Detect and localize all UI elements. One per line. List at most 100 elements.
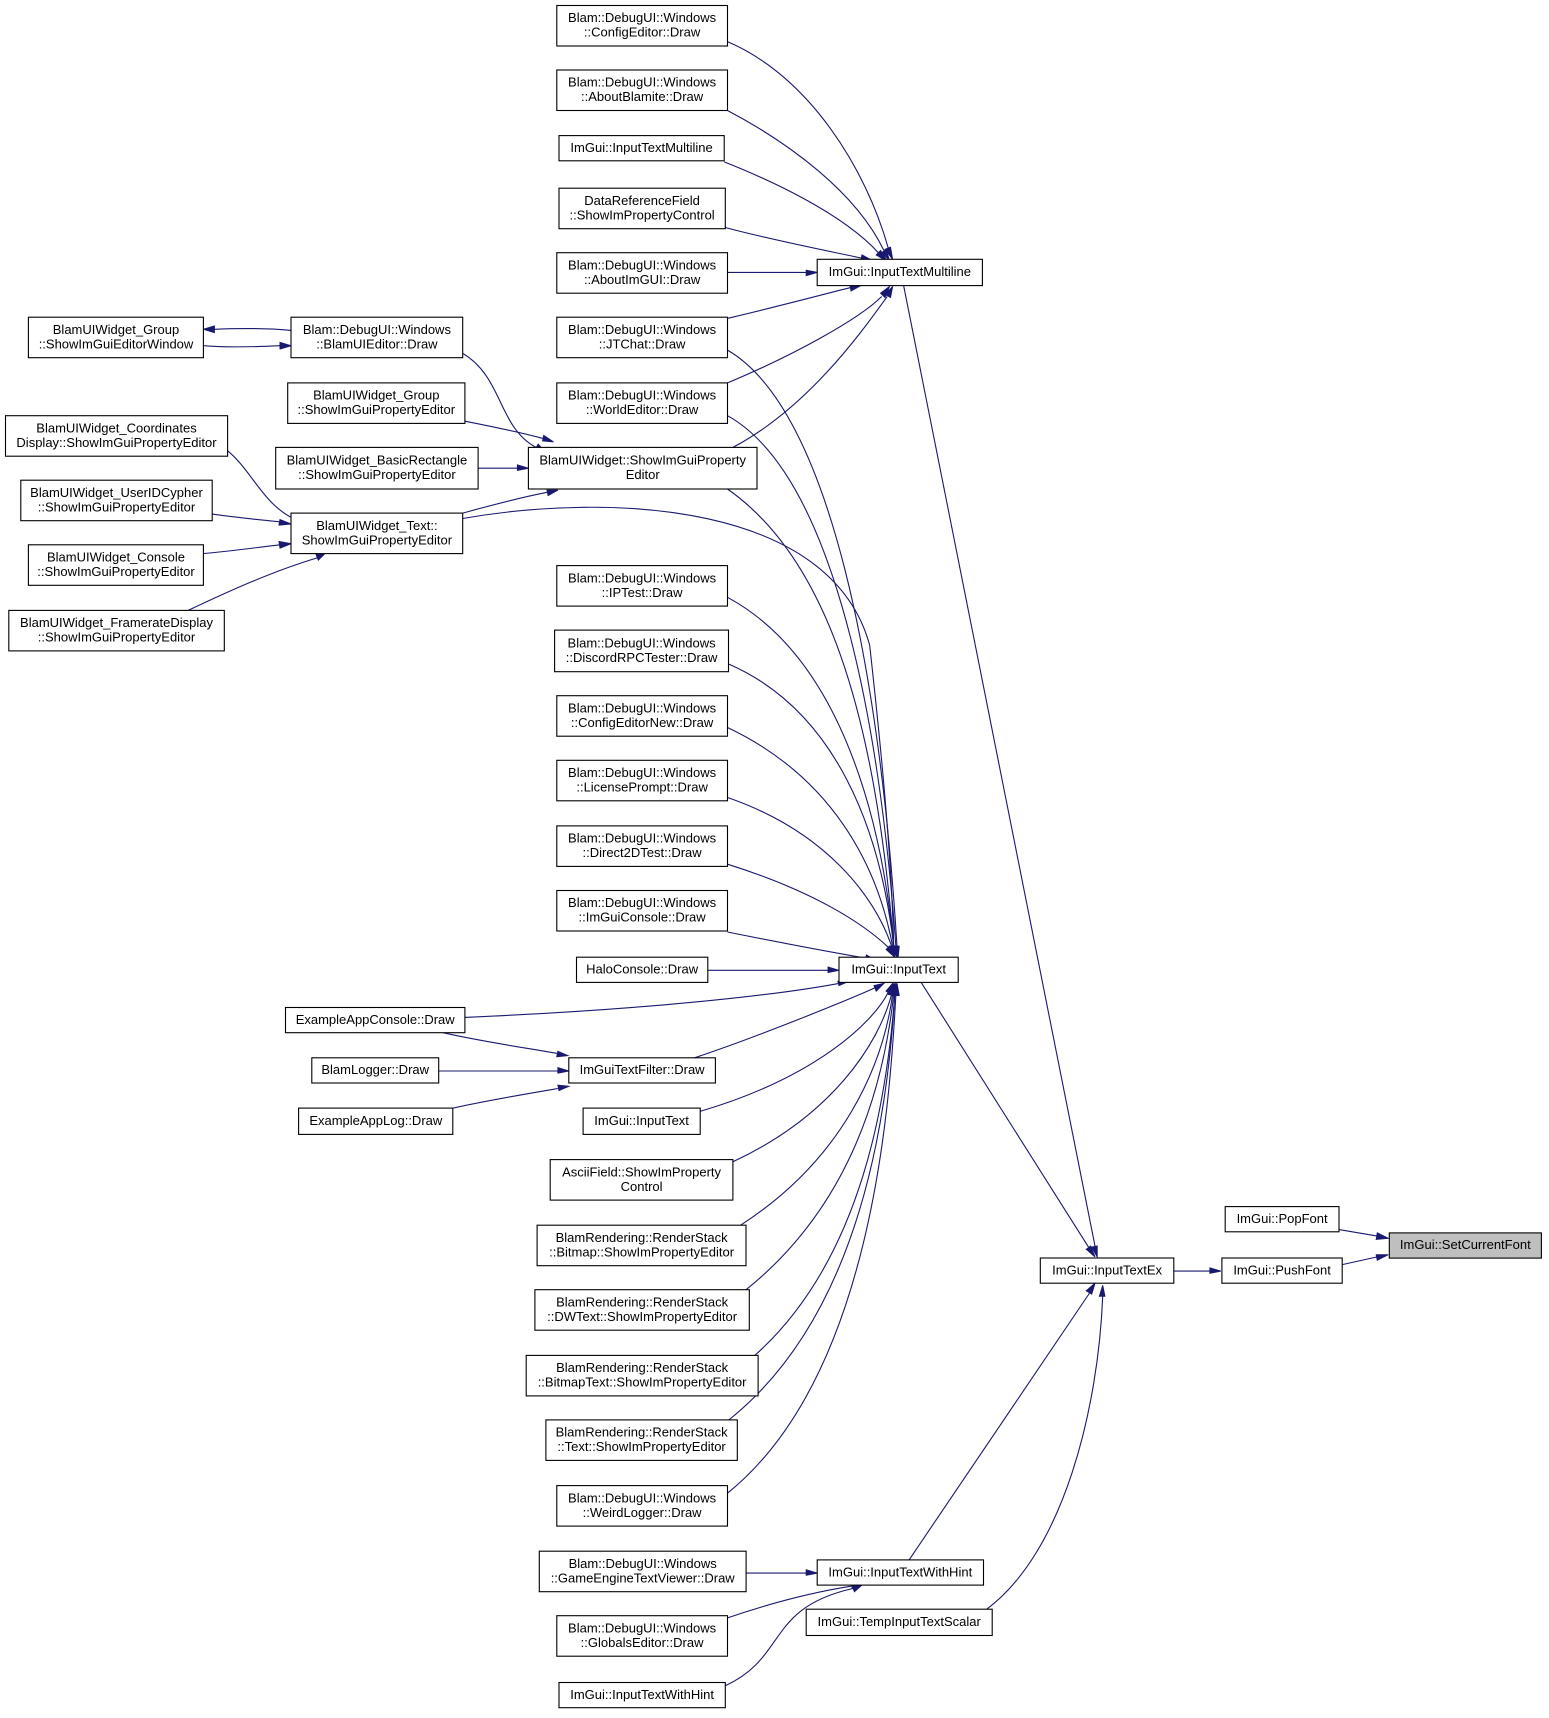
edge-line: [727, 727, 894, 947]
node-useridcypher[interactable]: BlamUIWidget_UserIDCypher::ShowImGuiProp…: [20, 479, 213, 522]
edge-framerate-to-widget_text: [187, 551, 328, 611]
arrowhead-icon: [884, 285, 894, 299]
node-haloconsole[interactable]: HaloConsole::Draw: [575, 956, 709, 983]
edge-line: [727, 596, 895, 947]
node-imgui_it2[interactable]: ImGui::InputText: [582, 1107, 701, 1135]
node-box: [538, 1550, 747, 1593]
arrowhead-icon: [557, 1084, 571, 1092]
arrowhead-icon: [557, 1067, 569, 1074]
node-tempinputtextscalar[interactable]: ImGui::TempInputTextScalar: [805, 1608, 993, 1637]
node-box: [4, 415, 229, 457]
node-box: [1039, 1257, 1175, 1284]
node-inputtextwithhint_main[interactable]: ImGui::InputTextWithHint: [816, 1559, 985, 1586]
edge-datareffield-to-inputtextmultiline_main: [725, 226, 874, 261]
node-box: [556, 759, 729, 802]
node-box: [556, 565, 729, 607]
node-imguiconsole[interactable]: Blam::DebugUI::Windows::ImGuiConsole::Dr…: [556, 889, 729, 932]
node-box: [556, 1615, 729, 1657]
node-label: BlamUIWidget_Group: [313, 388, 439, 403]
node-popfont[interactable]: ImGui::PopFont: [1224, 1206, 1340, 1233]
node-box: [568, 1057, 716, 1084]
node-globalseditor[interactable]: Blam::DebugUI::Windows::GlobalsEditor::D…: [556, 1615, 729, 1657]
node-weirdlogger[interactable]: Blam::DebugUI::Windows::WeirdLogger::Dra…: [556, 1485, 729, 1527]
edge-line: [1342, 1256, 1378, 1266]
node-imguitextfilter[interactable]: ImGuiTextFilter::Draw: [568, 1057, 716, 1084]
node-setcurrentfont[interactable]: ImGui::SetCurrentFont: [1388, 1232, 1542, 1259]
edge-line: [920, 982, 1089, 1248]
node-label: Blam::DebugUI::Windows: [568, 635, 717, 650]
edge-line: [727, 994, 897, 1494]
edge-popfont-to-setcurrentfont: [1338, 1229, 1391, 1240]
node-iptest[interactable]: Blam::DebugUI::Windows::IPTest::Draw: [556, 565, 729, 607]
node-label: Control: [621, 1179, 663, 1194]
node-group_editorwindow[interactable]: BlamUIWidget_Group::ShowImGuiEditorWindo…: [27, 316, 204, 359]
node-label: Blam::DebugUI::Windows: [568, 1490, 717, 1505]
node-rs_text[interactable]: BlamRendering::RenderStack::Text::ShowIm…: [545, 1419, 738, 1461]
node-pushfont[interactable]: ImGui::PushFont: [1221, 1257, 1343, 1284]
node-rs_bitmaptext[interactable]: BlamRendering::RenderStack::BitmapText::…: [525, 1354, 759, 1397]
node-framerate[interactable]: BlamUIWidget_FramerateDisplay::ShowImGui…: [8, 609, 225, 652]
node-coords[interactable]: BlamUIWidget_CoordinatesDisplay::ShowImG…: [4, 415, 229, 457]
edge-tempinputtextscalar-to-inputtextex: [986, 1285, 1106, 1610]
node-group_propeditor[interactable]: BlamUIWidget_Group::ShowImGuiPropertyEdi…: [287, 382, 466, 424]
edge-line: [732, 296, 888, 448]
node-exampleappconsole[interactable]: ExampleAppConsole::Draw: [284, 1006, 466, 1034]
node-asciifield[interactable]: AsciiField::ShowImPropertyControl: [549, 1159, 734, 1201]
node-worldeditor[interactable]: Blam::DebugUI::Windows::WorldEditor::Dra…: [556, 382, 729, 424]
node-label: ::ShowImGuiPropertyEditor: [298, 402, 456, 417]
node-label: ImGui::PopFont: [1237, 1211, 1328, 1226]
node-imgui_itwh2[interactable]: ImGui::InputTextWithHint: [558, 1681, 726, 1709]
edge-exampleapplog-to-imguitextfilter: [452, 1084, 571, 1109]
edge-inputtextex-to-pushfont: [1173, 1267, 1221, 1274]
node-inputtextex[interactable]: ImGui::InputTextEx: [1039, 1257, 1175, 1284]
node-exampleapplog[interactable]: ExampleAppLog::Draw: [298, 1107, 454, 1135]
node-aboutblamite[interactable]: Blam::DebugUI::Windows::AboutBlamite::Dr…: [556, 69, 729, 112]
node-datareffield[interactable]: DataReferenceField::ShowImPropertyContro…: [558, 187, 726, 230]
node-box: [556, 889, 729, 932]
node-discordrpc[interactable]: Blam::DebugUI::Windows::DiscordRPCTester…: [554, 629, 730, 673]
node-licenseprompt[interactable]: Blam::DebugUI::Windows::LicensePrompt::D…: [556, 759, 729, 802]
node-label: ::Direct2DTest::Draw: [582, 845, 702, 860]
node-widget_console[interactable]: BlamUIWidget_Console::ShowImGuiPropertyE…: [27, 544, 204, 586]
edge-inputtext_main-to-inputtextex: [920, 982, 1096, 1258]
arrowhead-icon: [893, 983, 900, 997]
node-imgui_itm2[interactable]: ImGui::InputTextMultiline: [558, 135, 725, 162]
node-inputtextmultiline_main[interactable]: ImGui::InputTextMultiline: [816, 258, 983, 287]
node-basicrect[interactable]: BlamUIWidget_BasicRectangle::ShowImGuiPr…: [275, 446, 479, 490]
node-gameenginetextviewer[interactable]: Blam::DebugUI::Windows::GameEngineTextVi…: [538, 1550, 747, 1593]
node-box: [525, 1354, 759, 1397]
node-label: BlamUIWidget_FramerateDisplay: [20, 615, 213, 630]
node-label: HaloConsole::Draw: [586, 962, 699, 977]
edge-line: [462, 352, 537, 448]
edge-line: [727, 863, 889, 948]
edge-line: [727, 488, 895, 947]
node-configeditor[interactable]: Blam::DebugUI::Windows::ConfigEditor::Dr…: [556, 4, 729, 47]
node-box: [558, 1681, 726, 1709]
node-blamlogger[interactable]: BlamLogger::Draw: [311, 1057, 440, 1084]
node-label: BlamUIWidget_BasicRectangle: [287, 453, 468, 468]
node-label: Blam::DebugUI::Windows: [568, 75, 717, 90]
edge-inputtextwithhint_main-to-inputtextex: [908, 1281, 1096, 1561]
edge-worldeditor-to-inputtext_main: [727, 415, 899, 958]
node-rs_dwtext[interactable]: BlamRendering::RenderStack::DWText::Show…: [534, 1289, 750, 1331]
node-blamuieditor[interactable]: Blam::DebugUI::Windows::BlamUIEditor::Dr…: [290, 316, 464, 359]
node-label: ::ConfigEditorNew::Draw: [571, 715, 714, 730]
edge-line: [727, 415, 897, 947]
node-box: [290, 316, 464, 359]
arrowhead-icon: [278, 540, 293, 549]
edge-imgui_it2-to-inputtext_main: [699, 981, 894, 1112]
node-jtchat[interactable]: Blam::DebugUI::Windows::JTChat::Draw: [556, 316, 729, 359]
node-box: [1388, 1232, 1542, 1259]
node-configeditornew[interactable]: Blam::DebugUI::Windows::ConfigEditorNew:…: [556, 695, 729, 737]
node-inputtext_main[interactable]: ImGui::InputText: [838, 956, 959, 983]
node-rs_bitmap[interactable]: BlamRendering::RenderStack::Bitmap::Show…: [536, 1224, 747, 1267]
arrowhead-icon: [546, 489, 559, 497]
arrowhead-icon: [885, 945, 896, 958]
node-direct2dtest[interactable]: Blam::DebugUI::Windows::Direct2DTest::Dr…: [556, 825, 729, 867]
node-aboutimgui[interactable]: Blam::DebugUI::Windows::AboutImGUI::Draw: [556, 252, 729, 294]
arrowhead-icon: [1085, 1281, 1096, 1295]
node-blamuiwidget_spe[interactable]: BlamUIWidget::ShowImGuiPropertyEditor: [527, 446, 758, 490]
arrowhead-icon: [279, 341, 293, 350]
node-widget_text[interactable]: BlamUIWidget_Text::ShowImGuiPropertyEdit…: [290, 512, 464, 555]
